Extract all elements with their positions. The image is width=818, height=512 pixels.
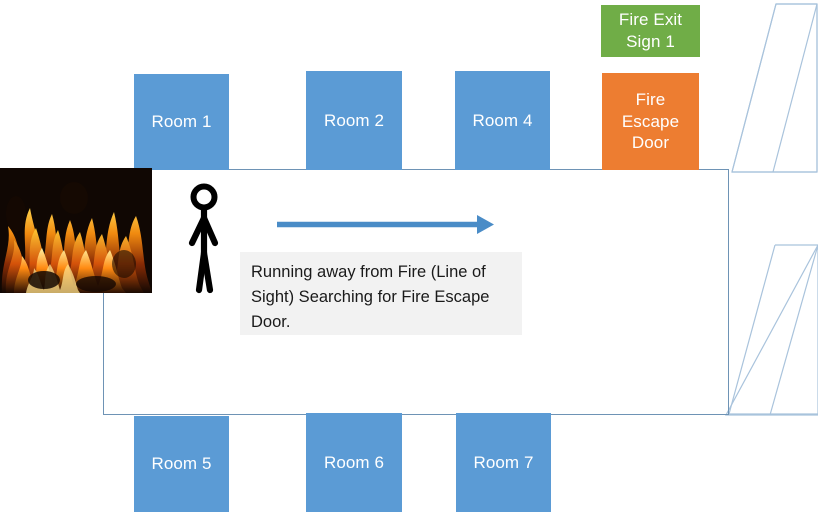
fire-hazard-image <box>0 168 152 293</box>
room-box-room-7[interactable]: Room 7 <box>456 413 551 512</box>
upper-stair-diagonal-2 <box>772 3 818 173</box>
room-label: Room 2 <box>323 110 385 130</box>
fire-illustration <box>0 168 152 293</box>
ember-dark-3 <box>112 250 136 278</box>
room-label: Room 5 <box>151 454 212 474</box>
room-box-room-4[interactable]: Room 4 <box>455 71 550 170</box>
lower-stair-outer-panel <box>724 244 818 416</box>
room-label: Room 4 <box>472 110 533 130</box>
fire-escape-door-line-3: Door <box>631 133 670 153</box>
room-label: Room 6 <box>323 452 385 472</box>
ember-dark-5 <box>60 182 88 214</box>
caption-text: Running away from Fire (Line of Sight) S… <box>251 263 490 332</box>
ember-dark-1 <box>28 271 60 289</box>
room-box-room-6[interactable]: Room 6 <box>306 413 402 512</box>
lower-stair-diagonal-1 <box>769 244 818 416</box>
room-label: Room 7 <box>473 452 534 472</box>
fire-exit-sign-line-1: Fire Exit <box>618 10 683 30</box>
room-box-room-2[interactable]: Room 2 <box>306 71 402 170</box>
fire-escape-door-line-1: Fire <box>635 89 666 109</box>
upper-stair-diagonal-1 <box>731 3 777 173</box>
ember-dark-2 <box>76 276 116 292</box>
room-box-room-1[interactable]: Room 1 <box>134 74 229 170</box>
fire-exit-sign-box[interactable]: Fire Exit Sign 1 <box>601 5 700 57</box>
fire-escape-door-box[interactable]: Fire Escape Door <box>602 73 699 170</box>
room-label: Room 1 <box>151 112 212 132</box>
fire-escape-door-line-2: Escape <box>621 111 680 131</box>
fire-exit-sign-line-2: Sign 1 <box>626 32 675 51</box>
caption-textbox: Running away from Fire (Line of Sight) S… <box>240 252 522 335</box>
ember-dark-4 <box>6 196 26 232</box>
lower-stair-diagonal-2 <box>728 244 776 415</box>
upper-stair-outer-panel <box>731 3 818 173</box>
room-box-room-5[interactable]: Room 5 <box>134 416 229 512</box>
